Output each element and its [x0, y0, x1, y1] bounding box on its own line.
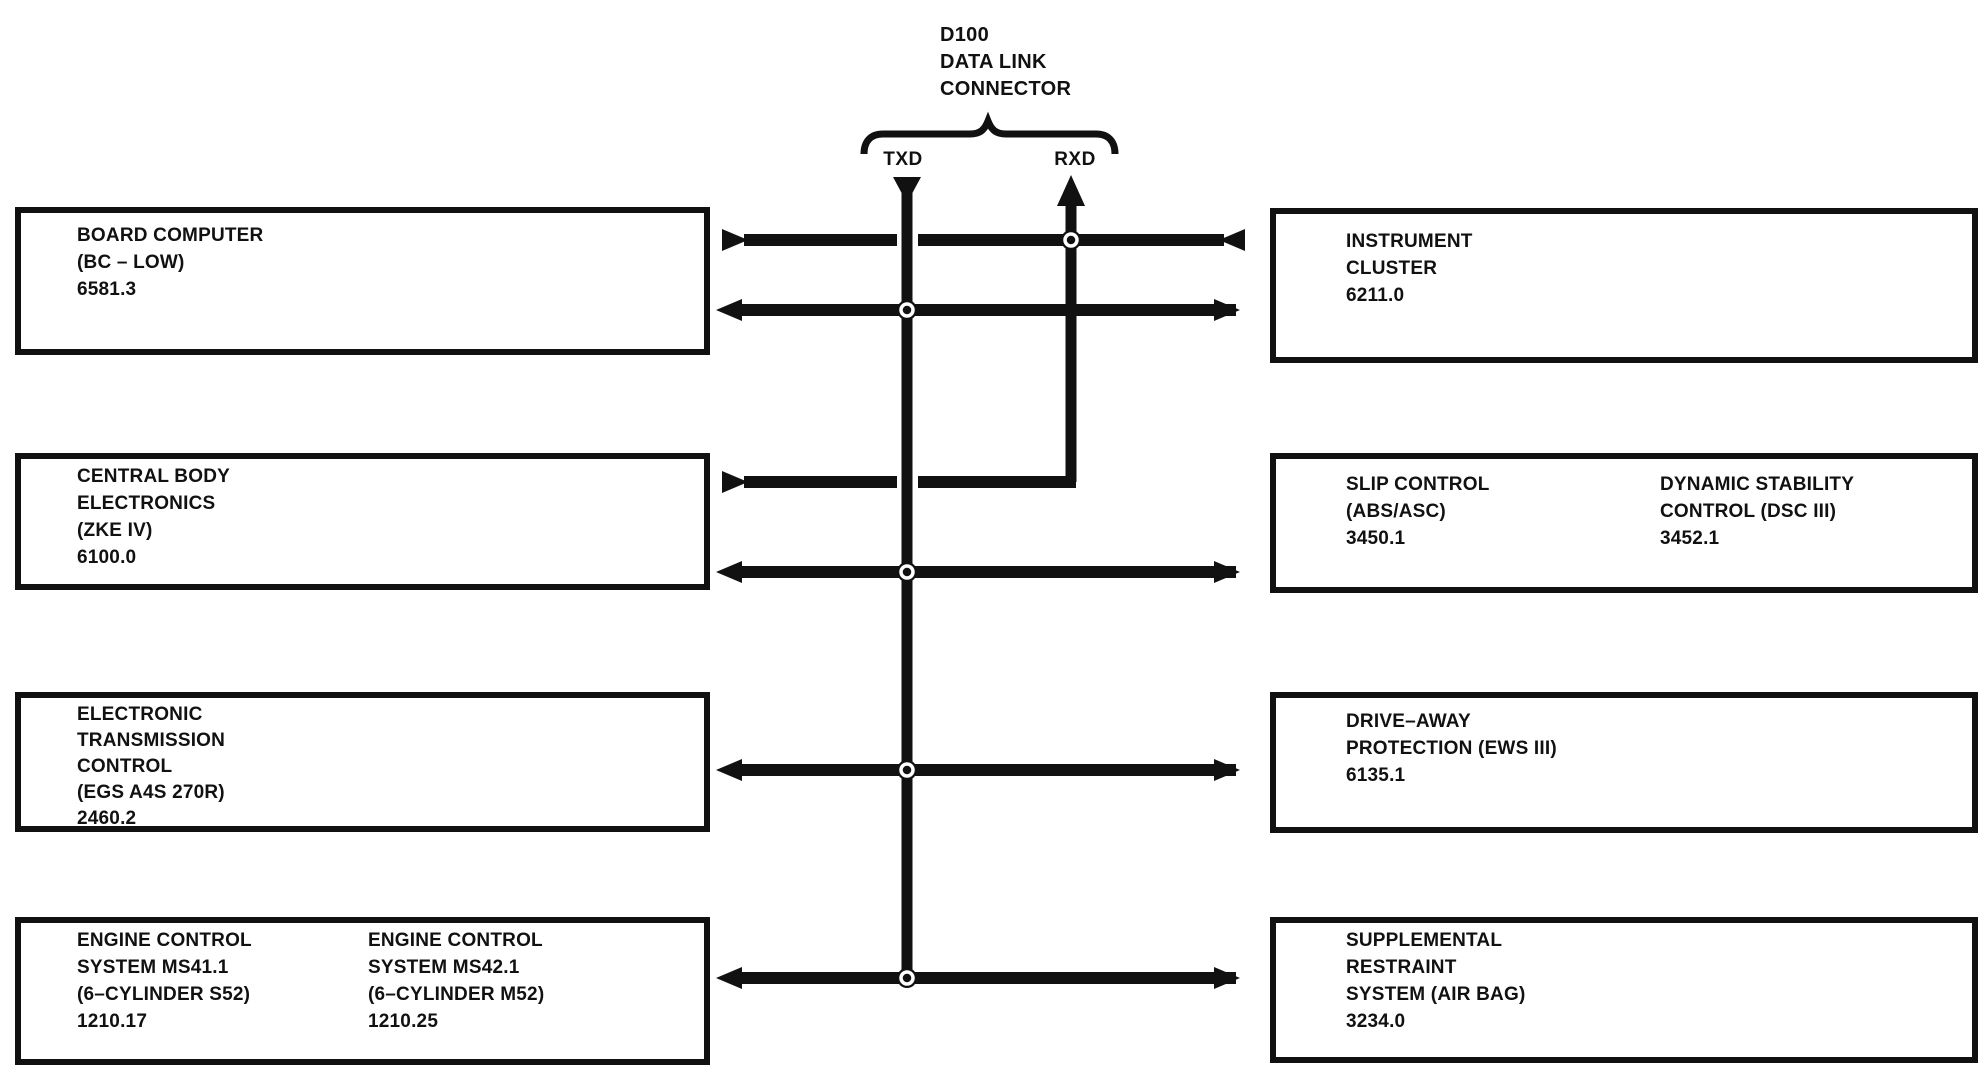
- arrow-right-icon: [1214, 299, 1240, 321]
- connector-title-line: D100: [940, 24, 990, 46]
- bus-row-board-computer-rxd: [722, 229, 1245, 251]
- module-line: CONTROL (DSC III): [1660, 501, 1837, 522]
- module-line: 3450.1: [1346, 528, 1406, 549]
- module-box-instrument-cluster: INSTRUMENT CLUSTER 6211.0: [1270, 208, 1978, 363]
- arrow-left-icon: [716, 561, 742, 583]
- module-line: 3234.0: [1346, 1011, 1406, 1032]
- module-line: 3452.1: [1660, 528, 1720, 549]
- arrow-right-icon: [1214, 759, 1240, 781]
- connector-title-line: CONNECTOR: [940, 78, 1072, 100]
- module-line: 6135.1: [1346, 765, 1406, 786]
- module-line: CONTROL: [77, 756, 173, 777]
- module-line: DYNAMIC STABILITY: [1660, 474, 1855, 495]
- arrow-left-icon: [716, 759, 742, 781]
- arrow-right-icon: [722, 471, 748, 493]
- txd-pin-label: TXD: [883, 149, 923, 170]
- module-line: 6581.3: [77, 279, 137, 300]
- txd-down-arrow-icon: [893, 177, 921, 203]
- module-box-supplemental-restraint: SUPPLEMENTAL RESTRAINT SYSTEM (AIR BAG) …: [1270, 917, 1978, 1063]
- module-line: PROTECTION (EWS III): [1346, 738, 1557, 759]
- module-line: (6–CYLINDER M52): [368, 984, 545, 1005]
- module-box-central-body-electronics: CENTRAL BODY ELECTRONICS (ZKE IV) 6100.0: [15, 453, 710, 590]
- module-box-board-computer: BOARD COMPUTER (BC – LOW) 6581.3: [15, 207, 710, 355]
- junction-dot: [897, 760, 917, 780]
- arrow-right-icon: [1214, 561, 1240, 583]
- bus-row-engine-txd: [716, 967, 1240, 989]
- module-line: (6–CYLINDER S52): [77, 984, 251, 1005]
- module-line: SYSTEM MS41.1: [77, 957, 229, 978]
- txd-bus-line: [893, 177, 921, 981]
- module-line: (BC – LOW): [77, 252, 185, 273]
- module-line: BOARD COMPUTER: [77, 225, 264, 246]
- connector-title-line: DATA LINK: [940, 51, 1047, 73]
- module-line: ENGINE CONTROL: [77, 930, 252, 951]
- arrow-left-icon: [1219, 229, 1245, 251]
- module-line: 1210.25: [368, 1011, 439, 1032]
- arrow-left-icon: [716, 967, 742, 989]
- module-line: ELECTRONIC: [77, 704, 203, 725]
- module-box-drive-away-protection: DRIVE–AWAY PROTECTION (EWS III) 6135.1: [1270, 692, 1978, 833]
- module-line: CLUSTER: [1346, 258, 1438, 279]
- junction-dot: [897, 968, 917, 988]
- junction-dot: [1061, 230, 1081, 250]
- module-line: INSTRUMENT: [1346, 231, 1473, 252]
- connector-brace: [860, 111, 1119, 155]
- module-line: SLIP CONTROL: [1346, 474, 1490, 495]
- arrow-right-icon: [722, 229, 748, 251]
- module-line: DRIVE–AWAY: [1346, 711, 1471, 732]
- junction-dot: [897, 300, 917, 320]
- module-line: ELECTRONICS: [77, 493, 216, 514]
- module-line: (EGS A4S 270R): [77, 782, 225, 803]
- arrow-left-icon: [716, 299, 742, 321]
- bus-row-board-computer-txd: [716, 299, 1240, 321]
- module-line: CENTRAL BODY: [77, 466, 230, 487]
- rxd-pin-label: RXD: [1054, 149, 1096, 170]
- rxd-up-arrow-icon: [1057, 175, 1085, 206]
- connector-title: D100 DATA LINK CONNECTOR: [940, 22, 1071, 103]
- bus-row-central-body-rxd: [722, 471, 1076, 493]
- module-box-engine-control: ENGINE CONTROL SYSTEM MS41.1 (6–CYLINDER…: [15, 917, 710, 1065]
- arrow-right-icon: [1214, 967, 1240, 989]
- module-line: SYSTEM (AIR BAG): [1346, 984, 1526, 1005]
- junction-dot: [897, 562, 917, 582]
- module-line: 6100.0: [77, 547, 137, 568]
- module-line: ENGINE CONTROL: [368, 930, 543, 951]
- module-line: TRANSMISSION: [77, 730, 226, 751]
- module-line: 2460.2: [77, 808, 137, 829]
- rxd-bus-line: [1057, 175, 1085, 482]
- module-line: 6211.0: [1346, 285, 1405, 306]
- module-line: RESTRAINT: [1346, 957, 1457, 978]
- module-line: (ABS/ASC): [1346, 501, 1446, 522]
- module-line: SYSTEM MS42.1: [368, 957, 520, 978]
- module-box-electronic-transmission-control: ELECTRONIC TRANSMISSION CONTROL (EGS A4S…: [15, 692, 710, 832]
- module-line: (ZKE IV): [77, 520, 153, 541]
- module-line: 1210.17: [77, 1011, 148, 1032]
- bus-row-central-body-txd: [716, 561, 1240, 583]
- module-box-slip-control-dsc: SLIP CONTROL (ABS/ASC) 3450.1 DYNAMIC ST…: [1270, 453, 1978, 593]
- bus-row-transmission-txd: [716, 759, 1240, 781]
- module-line: SUPPLEMENTAL: [1346, 930, 1503, 951]
